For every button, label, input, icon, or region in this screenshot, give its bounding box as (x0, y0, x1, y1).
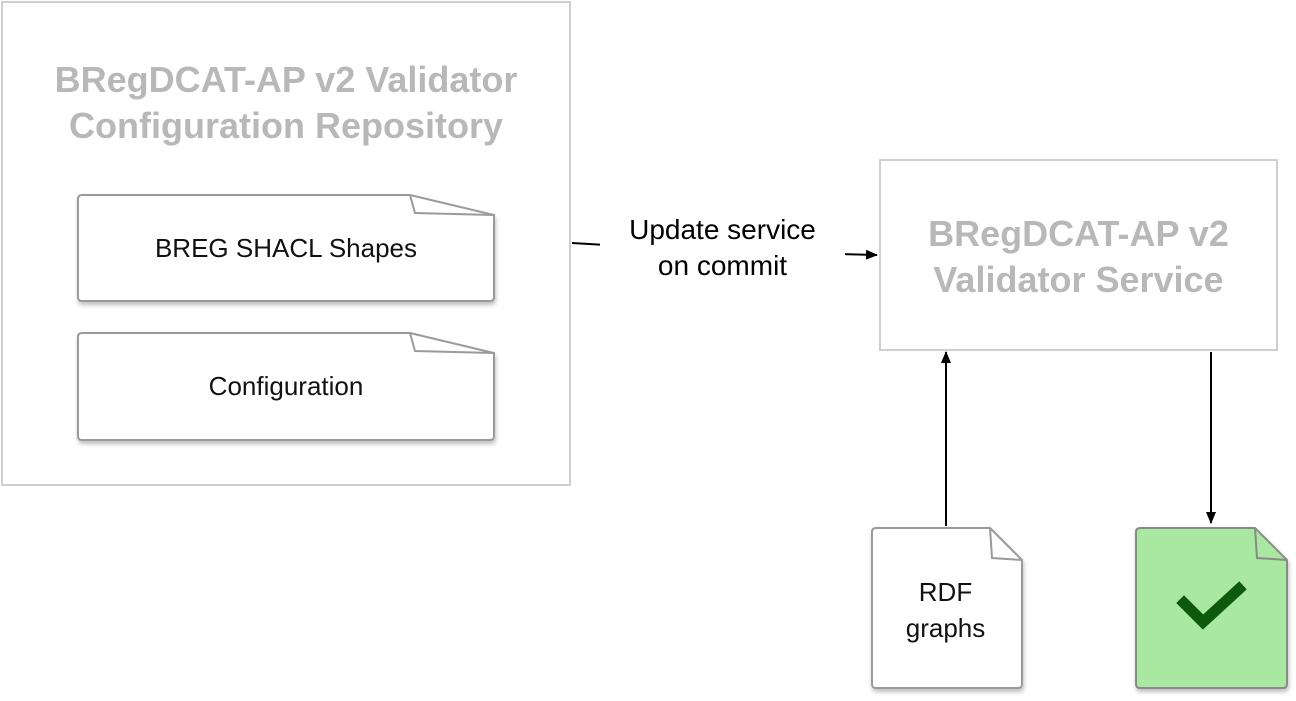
validator-service-title: BRegDCAT-AP v2 Validator Service (928, 213, 1229, 300)
shacl-shapes-document (77, 194, 495, 302)
configuration-document (77, 332, 495, 441)
validation-result-document (1135, 527, 1288, 689)
rdf-graphs-label: RDF graphs (905, 577, 986, 643)
validator-service-container: BRegDCAT-AP v2 Validator Service (879, 159, 1278, 351)
update-service-label: Update service on commit (600, 212, 845, 284)
rdf-graphs-document (871, 527, 1023, 689)
configuration-label: Configuration (208, 371, 364, 401)
shacl-shapes-label: BREG SHACL Shapes (154, 233, 418, 263)
repository-title: BRegDCAT-AP v2 Validator Configuration R… (54, 59, 518, 146)
checkmark-icon (1176, 581, 1247, 630)
